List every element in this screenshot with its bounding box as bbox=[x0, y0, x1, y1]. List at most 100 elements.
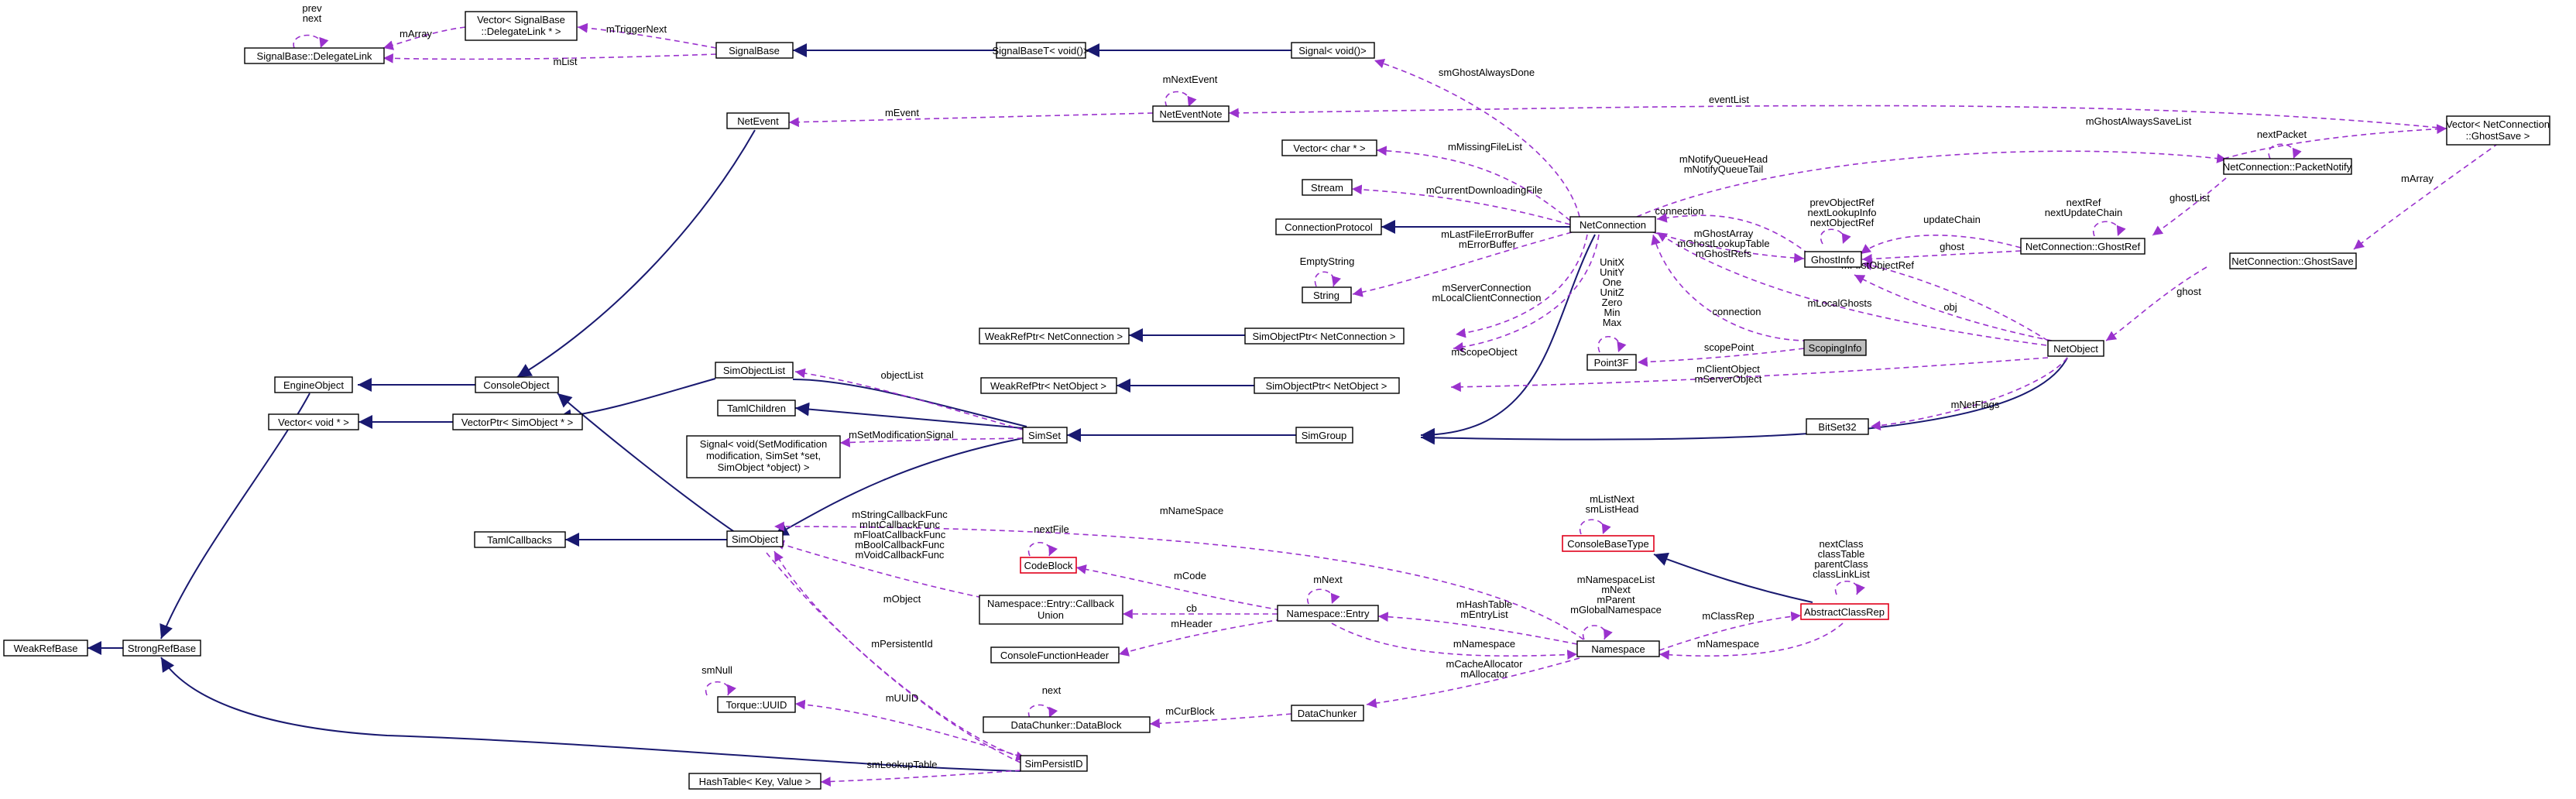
edge-netconnection-currentdownloading bbox=[1351, 184, 1571, 225]
label-mheader: mHeader bbox=[1171, 618, 1213, 629]
node-engineobject[interactable]: EngineObject bbox=[274, 376, 353, 393]
edge-simpersistid-uuid bbox=[794, 699, 1021, 757]
label-mghostalwayssavelist: mGhostAlwaysSaveList bbox=[2086, 115, 2192, 127]
node-vector-voidptr[interactable]: Vector< void * > bbox=[268, 413, 359, 430]
svg-text:SimObject *object) >: SimObject *object) > bbox=[718, 461, 810, 473]
node-simset[interactable]: SimSet bbox=[1022, 427, 1068, 444]
node-signal-setmodification[interactable]: Signal< void(SetModification modificatio… bbox=[686, 435, 841, 478]
svg-text:SimPersistID: SimPersistID bbox=[1024, 758, 1082, 770]
edge-netconnection-notifyqueue bbox=[1636, 150, 2228, 218]
svg-text:Signal< void()>: Signal< void()> bbox=[1298, 45, 1366, 57]
edge-layer bbox=[87, 22, 2499, 787]
svg-text:Point3F: Point3F bbox=[1594, 357, 1629, 369]
label-nextclass: nextClass bbox=[1819, 538, 1864, 550]
edge-codeblock-self bbox=[1027, 541, 1058, 557]
svg-text:NetEventNote: NetEventNote bbox=[1160, 108, 1223, 120]
node-namespace[interactable]: Namespace bbox=[1576, 640, 1660, 657]
label-eventlist: eventList bbox=[1709, 94, 1749, 105]
node-neteventnote[interactable]: NetEventNote bbox=[1152, 105, 1230, 122]
node-simobjectlist[interactable]: SimObjectList bbox=[715, 362, 794, 379]
svg-text:Vector< char * >: Vector< char * > bbox=[1293, 142, 1365, 154]
node-tamlcallbacks[interactable]: TamlCallbacks bbox=[474, 531, 566, 548]
edge-abstractclassrep-to-consolebasetype bbox=[1653, 552, 1813, 603]
label-mlist: mList bbox=[553, 56, 577, 67]
node-scopinginfo[interactable]: ScopingInfo bbox=[1803, 339, 1867, 356]
svg-text:modification, SimSet *set,: modification, SimSet *set, bbox=[706, 450, 821, 461]
svg-text:TamlChildren: TamlChildren bbox=[727, 403, 786, 414]
svg-text:Stream: Stream bbox=[1311, 182, 1343, 194]
node-namespace-entry[interactable]: Namespace::Entry bbox=[1277, 605, 1379, 622]
edge-scopinginfo-scopepoint bbox=[1637, 348, 1805, 367]
svg-text:BitSet32: BitSet32 bbox=[1818, 421, 1856, 433]
node-simpersistid[interactable]: SimPersistID bbox=[1020, 755, 1088, 772]
node-consolefunctionheader[interactable]: ConsoleFunctionHeader bbox=[990, 646, 1120, 664]
node-strongrefbase[interactable]: StrongRefBase bbox=[122, 640, 201, 657]
node-simgroup[interactable]: SimGroup bbox=[1295, 427, 1353, 444]
edge-ghostinfo-self bbox=[1820, 228, 1851, 245]
node-datachunker[interactable]: DataChunker bbox=[1291, 705, 1364, 722]
node-weakrefptr-netobject[interactable]: WeakRefPtr< NetObject > bbox=[980, 377, 1117, 394]
node-signalbase-delegatelink[interactable]: SignalBase::DelegateLink bbox=[244, 47, 385, 64]
edge-packetnotify-ghostlist bbox=[2152, 177, 2227, 236]
edge-string-self bbox=[1314, 271, 1341, 287]
node-codeblock[interactable]: CodeBlock bbox=[1020, 557, 1077, 574]
node-simobjectptr-netconnection[interactable]: SimObjectPtr< NetConnection > bbox=[1244, 327, 1405, 345]
node-weakrefbase[interactable]: WeakRefBase bbox=[3, 640, 88, 657]
edge-simobject-to-consoleobject bbox=[557, 393, 736, 533]
edge-entry-mnamespace bbox=[1331, 622, 1578, 660]
node-netconnection-packetnotify[interactable]: NetConnection::PacketNotify bbox=[2223, 158, 2352, 175]
node-simobjectptr-netobject[interactable]: SimObjectPtr< NetObject > bbox=[1254, 377, 1400, 394]
svg-text:SimObject: SimObject bbox=[732, 533, 778, 545]
node-abstractclassrep[interactable]: AbstractClassRep bbox=[1800, 603, 1889, 620]
node-datachunker-datablock[interactable]: DataChunker::DataBlock bbox=[983, 716, 1151, 733]
svg-text:NetConnection::GhostSave: NetConnection::GhostSave bbox=[2231, 255, 2354, 267]
svg-text:Union: Union bbox=[1038, 609, 1064, 621]
label-mmissingfilelist: mMissingFileList bbox=[1448, 141, 1522, 153]
node-netobject[interactable]: NetObject bbox=[2047, 340, 2104, 357]
node-signal-void[interactable]: Signal< void()> bbox=[1291, 42, 1375, 59]
node-tamlchildren[interactable]: TamlChildren bbox=[717, 400, 796, 417]
label-mglobalnamespace: mGlobalNamespace bbox=[1570, 604, 1662, 616]
node-netevent[interactable]: NetEvent bbox=[726, 112, 790, 129]
label-mcode: mCode bbox=[1174, 570, 1206, 581]
label-mclassrep: mClassRep bbox=[1702, 610, 1754, 622]
node-netconnection-ghostsave[interactable]: NetConnection::GhostSave bbox=[2229, 252, 2357, 269]
node-vector-signalbase-delegatelink[interactable]: Vector< SignalBase ::DelegateLink * > bbox=[465, 11, 578, 41]
edge-simpersistid-to-strongrefbase bbox=[160, 657, 1021, 772]
node-bitset32[interactable]: BitSet32 bbox=[1806, 418, 1869, 435]
node-netconnection[interactable]: NetConnection bbox=[1569, 216, 1656, 233]
label-mparent: mParent bbox=[1597, 594, 1635, 605]
node-point3f[interactable]: Point3F bbox=[1586, 354, 1637, 371]
node-vectorptr-simobject[interactable]: VectorPtr< SimObject * > bbox=[452, 413, 583, 430]
node-signalbaset-void[interactable]: SignalBaseT< void()> bbox=[992, 42, 1089, 59]
svg-text:ConsoleFunctionHeader: ConsoleFunctionHeader bbox=[1000, 650, 1110, 661]
node-netconnection-ghostref[interactable]: NetConnection::GhostRef bbox=[2020, 238, 2146, 255]
label-scopepoint: scopePoint bbox=[1704, 341, 1754, 353]
node-simobject[interactable]: SimObject bbox=[726, 530, 784, 547]
node-weakrefptr-netconnection[interactable]: WeakRefPtr< NetConnection > bbox=[979, 327, 1130, 345]
svg-text:Namespace::Entry::Callback: Namespace::Entry::Callback bbox=[987, 598, 1115, 609]
node-namespace-entry-callbackunion[interactable]: Namespace::Entry::Callback Union bbox=[979, 595, 1123, 625]
node-consolebasetype[interactable]: ConsoleBaseType bbox=[1562, 535, 1655, 552]
node-hashtable[interactable]: HashTable< Key, Value > bbox=[688, 773, 822, 790]
edge-point3f-self bbox=[1597, 336, 1627, 353]
node-connectionprotocol[interactable]: ConnectionProtocol bbox=[1275, 218, 1382, 235]
node-vector-char[interactable]: Vector< char * > bbox=[1281, 139, 1377, 156]
label-mstringcallbackfunc: mStringCallbackFunc bbox=[852, 509, 948, 520]
node-signalbase[interactable]: SignalBase bbox=[715, 42, 794, 59]
svg-text:ScopingInfo: ScopingInfo bbox=[1809, 342, 1862, 354]
label-mfloatcallbackfunc: mFloatCallbackFunc bbox=[854, 529, 946, 540]
node-consoleobject[interactable]: ConsoleObject bbox=[475, 376, 559, 393]
node-stream[interactable]: Stream bbox=[1302, 179, 1353, 196]
edge-ghostinfo-connection bbox=[1656, 212, 1809, 255]
node-vector-ghostsave[interactable]: Vector< NetConnection ::GhostSave > bbox=[2446, 115, 2550, 146]
svg-text:NetConnection: NetConnection bbox=[1580, 219, 1646, 231]
node-torque-uuid[interactable]: Torque::UUID bbox=[717, 696, 796, 713]
label-mcurrentdownloadingfile: mCurrentDownloadingFile bbox=[1426, 184, 1542, 196]
svg-text:StrongRefBase: StrongRefBase bbox=[128, 643, 196, 654]
svg-text:SignalBase::DelegateLink: SignalBase::DelegateLink bbox=[257, 50, 372, 62]
node-string[interactable]: String bbox=[1302, 286, 1352, 303]
node-ghostinfo[interactable]: GhostInfo bbox=[1804, 251, 1862, 268]
label-one: One bbox=[1603, 276, 1622, 288]
